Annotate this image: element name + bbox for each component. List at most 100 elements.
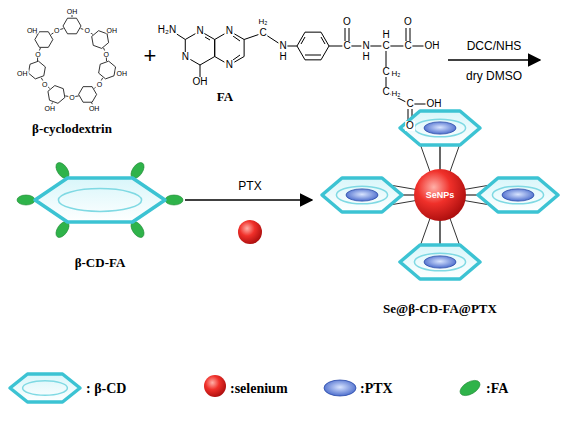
bond-line <box>301 37 305 44</box>
atom-label: C <box>381 67 390 77</box>
bond-line <box>205 37 210 40</box>
bond-line <box>345 28 346 42</box>
cd-hexagon <box>400 245 480 279</box>
bond-line <box>321 37 325 44</box>
cd-cavity <box>23 381 68 396</box>
cd-hexagon <box>10 374 80 402</box>
atom-label: H <box>361 52 370 62</box>
atom-label: OH <box>426 99 443 109</box>
plus-sign: + <box>144 45 157 67</box>
atom-label: C <box>342 41 351 51</box>
bond-line <box>305 55 321 56</box>
legend-fa-sample <box>457 377 482 398</box>
selenium-nanoparticle <box>414 169 466 221</box>
legend-text: :selenium <box>230 382 288 396</box>
ptx-molecule <box>346 189 378 201</box>
atom-label: OH <box>16 70 29 77</box>
atom-label: O <box>68 94 75 101</box>
compound-name: Se@β-CD-FA@PTX <box>383 302 497 315</box>
bond-line <box>233 55 240 60</box>
atom-label: OH <box>66 8 79 15</box>
atom-label: N <box>278 41 287 51</box>
legend-selenium-sample <box>204 375 226 397</box>
atom-label: OH <box>88 104 101 111</box>
atom-label: OH <box>424 41 441 51</box>
atom-label: N <box>361 41 370 51</box>
cd-cavity <box>414 253 465 271</box>
bond-line <box>406 28 407 42</box>
atom-label: C <box>405 99 414 109</box>
glucose-ring <box>48 86 65 104</box>
glucose-ring <box>79 87 97 103</box>
atom-label: O <box>405 121 415 131</box>
glucose-ring <box>35 32 53 48</box>
beta-cd-fa-icon <box>17 160 183 239</box>
compound-name: FA <box>217 90 233 103</box>
atom-label: N <box>195 26 204 36</box>
atom-label: OH <box>115 70 128 77</box>
atom-label: C <box>403 41 412 51</box>
glucose-ring <box>63 18 81 34</box>
cd-cavity <box>492 186 543 204</box>
reaction-arrow <box>448 59 540 61</box>
bond-line <box>410 28 411 42</box>
atom-label: H₂N <box>157 25 177 35</box>
atom-label: O <box>41 80 48 87</box>
atom-label: H <box>278 52 287 62</box>
cd-ptx-complex <box>478 178 558 212</box>
bond-line <box>200 65 201 77</box>
cd-cavity <box>414 119 465 137</box>
atom-label: O <box>102 51 109 58</box>
cd-ptx-complex <box>400 111 480 145</box>
benzene-ring <box>297 32 329 60</box>
glucose-ring <box>28 61 45 79</box>
atom-label: OH <box>192 77 209 87</box>
atom-label: H₂ <box>391 90 402 98</box>
atom-label: H₂ <box>391 70 402 78</box>
ptx-molecule <box>424 256 456 268</box>
selenium-sphere <box>238 220 262 244</box>
glucose-ring <box>99 61 116 79</box>
atom-label: OH <box>44 104 57 111</box>
fa-petal <box>165 195 183 205</box>
atom-label: N <box>225 26 234 36</box>
atom-label: H <box>381 30 390 40</box>
legend-text: :FA <box>486 382 508 396</box>
atom-label: C <box>381 87 390 97</box>
atom-label: OH <box>106 27 119 34</box>
particle-label: SeNPs <box>426 191 455 200</box>
reaction-arrow <box>185 199 312 201</box>
solvent-label: dry DMSO <box>466 70 522 82</box>
reagent-label: PTX <box>238 180 261 192</box>
cd-hexagon <box>322 178 402 212</box>
atom-label: O <box>83 27 90 34</box>
cd-cavity <box>336 186 387 204</box>
compound-name: β-CD-FA <box>75 256 126 269</box>
compound-name: β-cyclodextrin <box>32 122 112 135</box>
legend-text: : β-CD <box>86 382 126 396</box>
bond-line <box>72 15 73 17</box>
legend-text: :PTX <box>360 382 393 396</box>
atom-label: O <box>53 27 60 34</box>
atom-label: O <box>342 17 352 27</box>
ptx-molecule <box>502 189 534 201</box>
atom-label: H₂ <box>258 18 269 26</box>
atom-label: OH <box>26 27 39 34</box>
bond-line <box>233 36 240 41</box>
bond-line <box>349 28 350 42</box>
cd-hexagon <box>478 178 558 212</box>
ptx-molecule <box>424 122 456 134</box>
cd-ptx-complex <box>400 245 480 279</box>
cd-cavity <box>58 189 141 212</box>
legend-ptx-sample <box>324 380 356 396</box>
cd-ptx-complex <box>322 178 402 212</box>
atom-label: N <box>225 60 234 70</box>
cd-hexagon <box>400 111 480 145</box>
atom-label: N <box>181 52 190 62</box>
atom-label: C <box>258 28 267 38</box>
atom-label: O <box>403 17 413 27</box>
cd-hexagon <box>35 178 165 222</box>
atom-label: C <box>381 41 390 51</box>
fa-petal <box>17 195 35 205</box>
